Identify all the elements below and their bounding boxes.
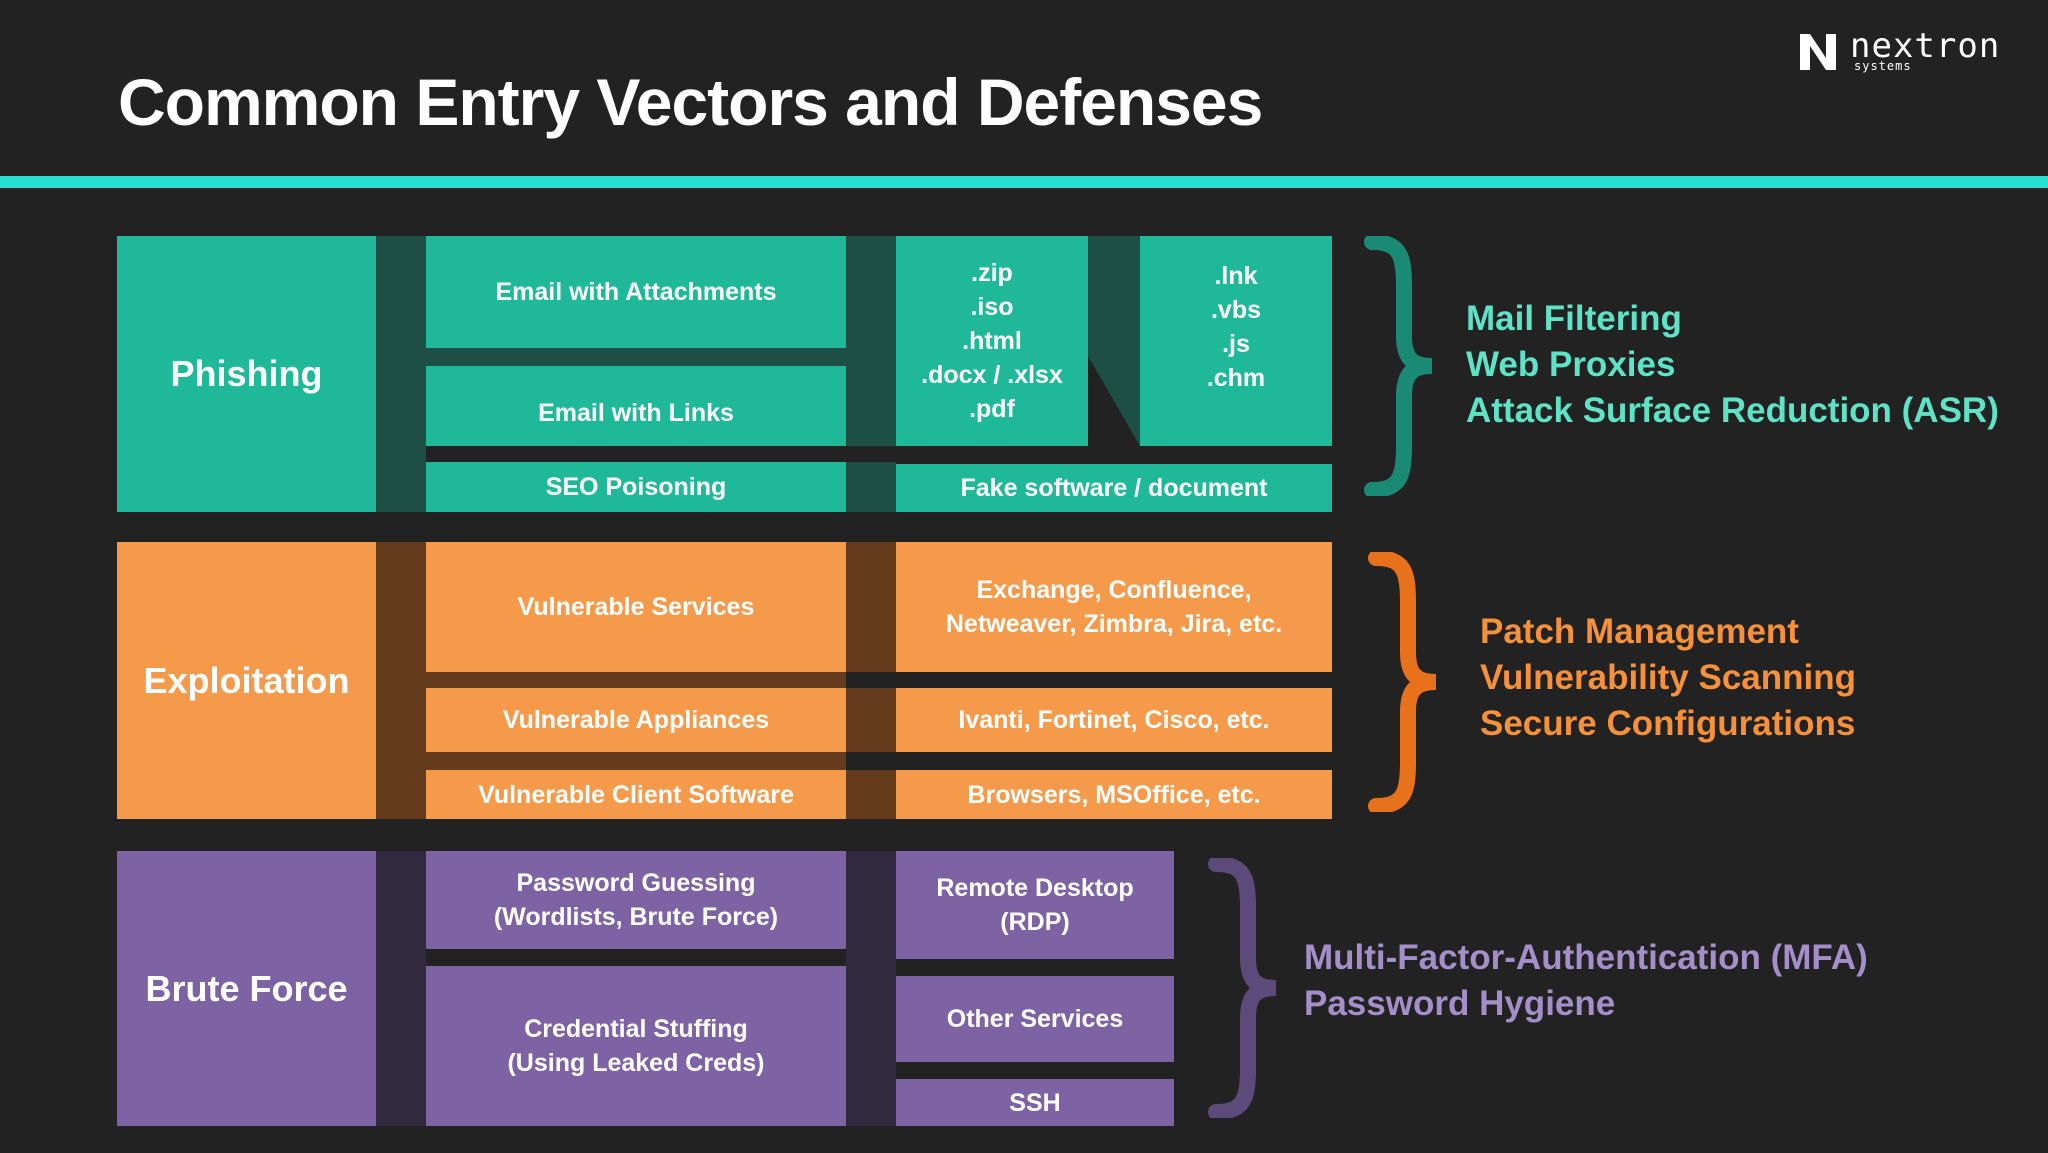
brute-force-vector-password-guessing: Password Guessing (Wordlists, Brute Forc… bbox=[426, 851, 846, 949]
brute-force-defenses: Multi-Factor-Authentication (MFA) Passwo… bbox=[1304, 935, 1868, 1027]
exploitation-defenses: Patch Management Vulnerability Scanning … bbox=[1480, 609, 1856, 747]
phishing-connector-3 bbox=[846, 236, 896, 446]
exploitation-connector-1 bbox=[376, 542, 426, 819]
exploitation-connector-5 bbox=[426, 672, 846, 688]
brute-force-target-ssh: SSH bbox=[896, 1079, 1174, 1126]
exploitation-vector-appliances: Vulnerable Appliances bbox=[426, 688, 846, 752]
exploitation-example-services: Exchange, Confluence, Netweaver, Zimbra,… bbox=[896, 542, 1332, 672]
brute-force-target-other-services: Other Services bbox=[896, 976, 1174, 1062]
logo-subtitle: systems bbox=[1854, 59, 1912, 73]
phishing-fake-software: Fake software / document bbox=[896, 464, 1332, 512]
defense-mail-filtering: Mail Filtering bbox=[1466, 299, 1682, 338]
nextron-logo-icon bbox=[1800, 34, 1836, 70]
brute-force-vector-credential-stuffing: Credential Stuffing (Using Leaked Creds) bbox=[426, 966, 846, 1126]
exploitation-vector-client-software: Vulnerable Client Software bbox=[426, 770, 846, 819]
defense-vulnerability-scanning: Vulnerability Scanning bbox=[1480, 658, 1856, 697]
header-accent-line bbox=[0, 176, 2048, 188]
phishing-vector-seo: SEO Poisoning bbox=[426, 462, 846, 512]
brute-force-category: Brute Force bbox=[117, 851, 376, 1126]
phishing-diagonal-connector bbox=[1088, 356, 1140, 446]
defense-password-hygiene: Password Hygiene bbox=[1304, 984, 1616, 1023]
phishing-vector-attachments: Email with Attachments bbox=[426, 236, 846, 348]
defense-asr: Attack Surface Reduction (ASR) bbox=[1466, 391, 1999, 430]
phishing-connector-1 bbox=[376, 236, 426, 512]
brute-force-brace bbox=[1208, 858, 1277, 1118]
brute-force-target-rdp: Remote Desktop (RDP) bbox=[896, 851, 1174, 959]
exploitation-example-client-software: Browsers, MSOffice, etc. bbox=[896, 770, 1332, 819]
defense-mfa: Multi-Factor-Authentication (MFA) bbox=[1304, 938, 1868, 977]
phishing-file-types-a: .zip .iso .html .docx / .xlsx .pdf bbox=[896, 236, 1088, 446]
exploitation-brace bbox=[1368, 552, 1437, 812]
exploitation-category: Exploitation bbox=[117, 542, 376, 819]
phishing-vector-links: Email with Links bbox=[426, 366, 846, 446]
phishing-defenses: Mail Filtering Web Proxies Attack Surfac… bbox=[1466, 296, 1999, 434]
exploitation-connector-4 bbox=[846, 770, 896, 819]
exploitation-example-appliances: Ivanti, Fortinet, Cisco, etc. bbox=[896, 688, 1332, 752]
brute-force-connector-1 bbox=[376, 851, 426, 1126]
defense-secure-configurations: Secure Configurations bbox=[1480, 704, 1856, 743]
brute-force-connector-2 bbox=[846, 851, 896, 1126]
exploitation-connector-6 bbox=[426, 752, 846, 770]
exploitation-connector-3 bbox=[846, 688, 896, 752]
nextron-logo: nextron systems bbox=[1798, 26, 2014, 76]
defense-patch-management: Patch Management bbox=[1480, 612, 1799, 651]
defense-web-proxies: Web Proxies bbox=[1466, 345, 1676, 384]
phishing-brace bbox=[1364, 236, 1433, 496]
exploitation-connector-2 bbox=[846, 542, 896, 672]
phishing-category: Phishing bbox=[117, 236, 376, 512]
phishing-connector-4 bbox=[846, 462, 896, 512]
exploitation-vector-services: Vulnerable Services bbox=[426, 542, 846, 672]
phishing-file-types-b: .lnk .vbs .js .chm bbox=[1140, 236, 1332, 446]
phishing-connector-2 bbox=[426, 348, 846, 366]
logo-wordmark: nextron bbox=[1850, 26, 2001, 66]
page-title: Common Entry Vectors and Defenses bbox=[118, 65, 1263, 139]
